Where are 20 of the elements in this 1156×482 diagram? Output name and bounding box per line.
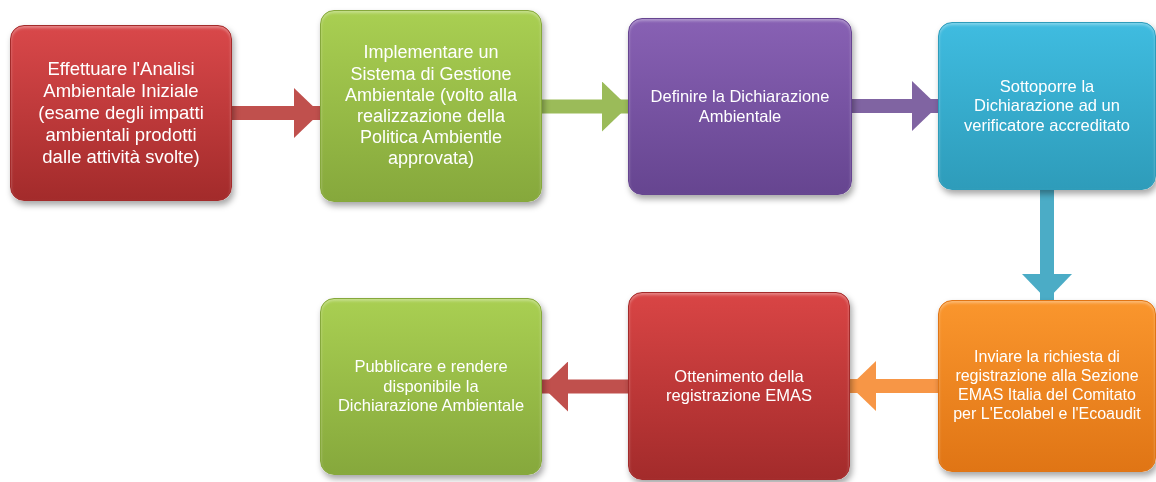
- step-text: Pubblicare e rendere disponibile la Dichiarazione Ambientale: [336, 357, 526, 416]
- step-text: Implementare un Sistema di Gestione Ambientale (volto alla realizzazione della Politica Ambientle approvata): [343, 42, 519, 170]
- step-text: Inviare la richiesta di registrazione alla Sezione EMAS Italia del Comitato per L'Ecolabel e l'Ecoaudit: [953, 348, 1141, 424]
- process-box: [938, 300, 1156, 472]
- block-arrow: [542, 361, 628, 412]
- block-arrow: [1022, 190, 1072, 300]
- process-box: [628, 18, 852, 195]
- process-box: [320, 298, 542, 475]
- process-box: [320, 10, 542, 202]
- step-text: Ottenimento della registrazione EMAS: [665, 366, 813, 406]
- block-arrow: [232, 88, 320, 138]
- step-text: Sottoporre la Dichiarazione ad un verificatore accreditato: [963, 76, 1131, 136]
- process-box: [628, 292, 850, 480]
- block-arrow: [542, 81, 628, 132]
- step-text: Effettuare l'Analisi Ambientale Iniziale (esame degli impatti ambientali prodotti dalle attività svolte): [37, 58, 205, 168]
- process-box: [938, 22, 1156, 190]
- block-arrow: [850, 361, 938, 411]
- step-text: Definire la Dichiarazione Ambientale: [649, 87, 831, 126]
- block-arrow: [852, 81, 938, 131]
- process-box: [10, 25, 232, 201]
